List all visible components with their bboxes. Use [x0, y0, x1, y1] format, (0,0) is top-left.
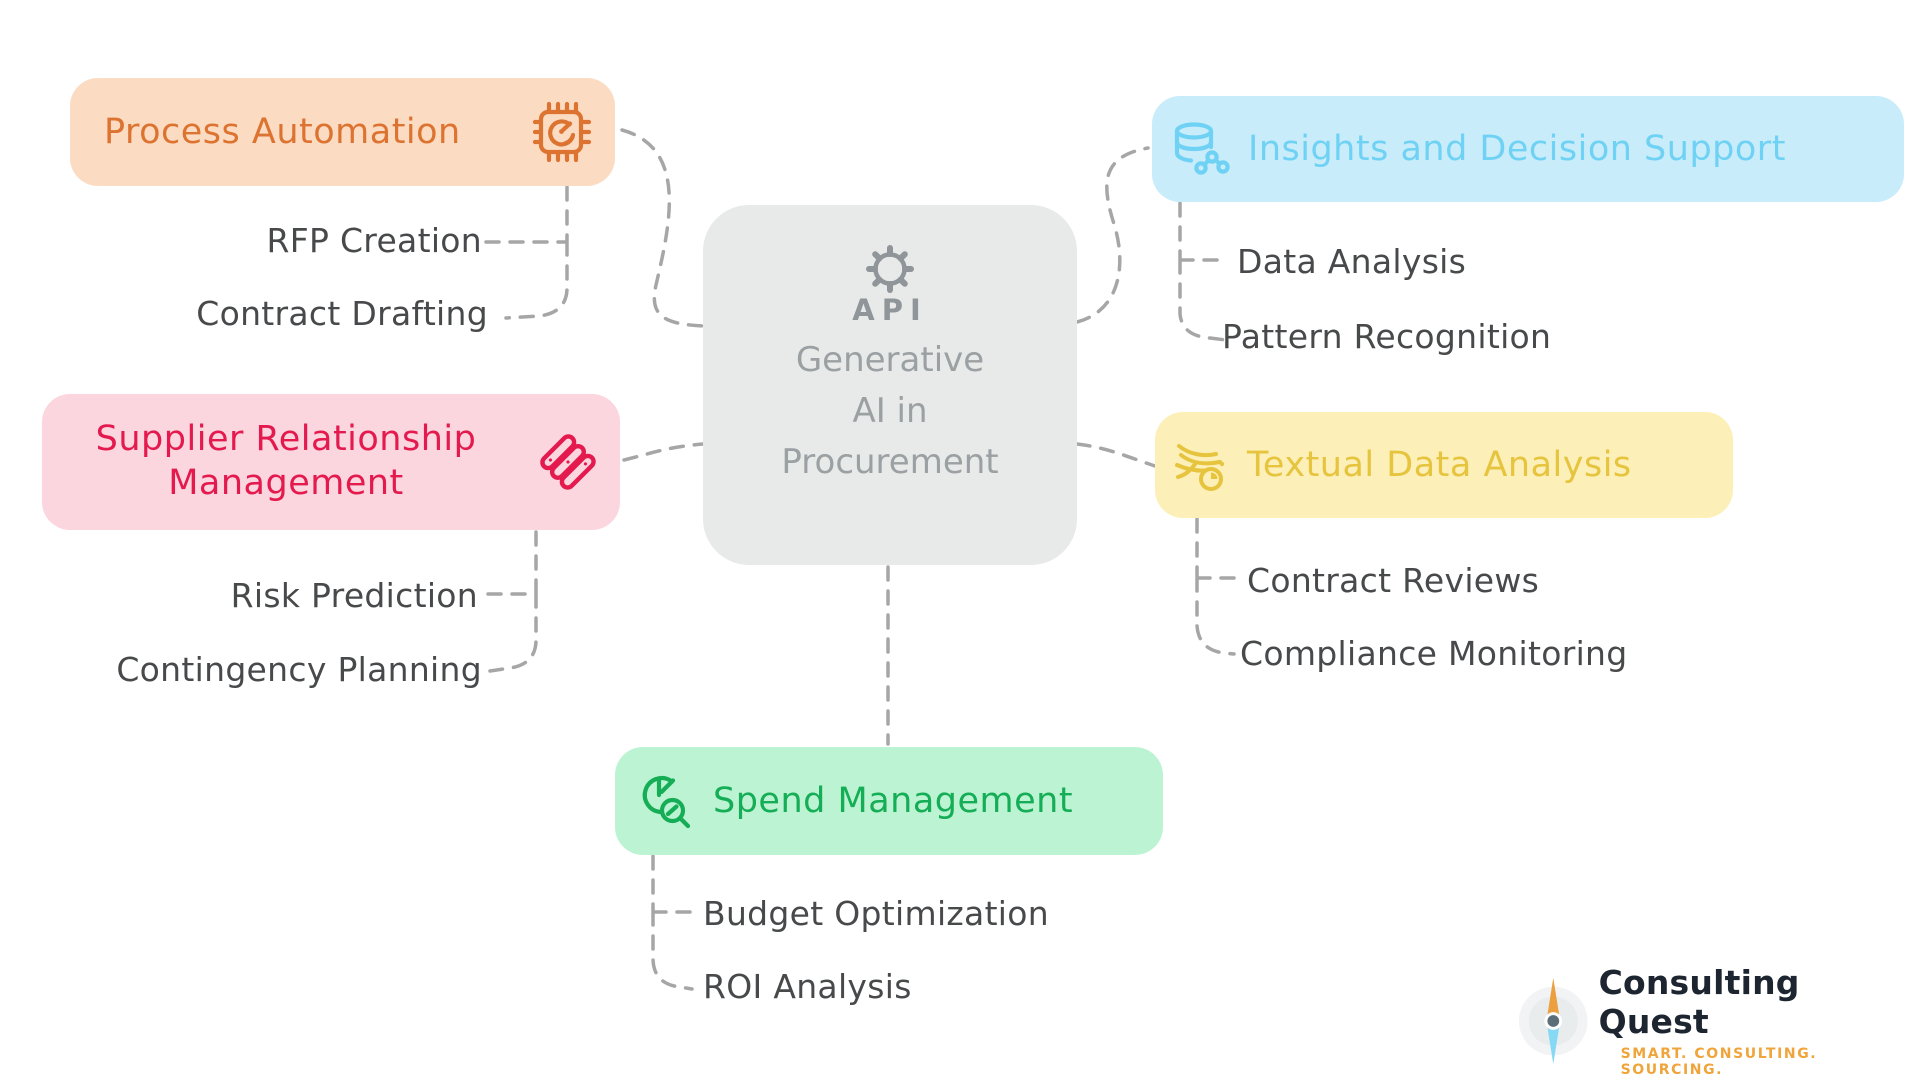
child-label-budget-optimization: Budget Optimization	[703, 894, 1049, 933]
branch-label-spend-management: Spend Management	[713, 781, 1074, 821]
child-label-data-analysis: Data Analysis	[1237, 242, 1467, 281]
child-label-contract-reviews: Contract Reviews	[1247, 561, 1540, 600]
connector-insights-children	[1178, 201, 1228, 342]
child-label-contract-drafting: Contract Drafting	[196, 294, 488, 333]
database-nodes-icon	[1174, 122, 1230, 175]
branch-label-supplier-relationship-management: Supplier Relationship Management	[95, 419, 477, 503]
supplier-network-icon	[540, 434, 596, 490]
branch-label-process-automation: Process Automation	[104, 112, 461, 152]
connector-textual-children	[1195, 517, 1240, 656]
connector-srm-to-center	[622, 442, 705, 462]
child-label-roi-analysis: ROI Analysis	[703, 967, 912, 1006]
center-node: API Generative AI in Procurement	[703, 205, 1077, 565]
branch-node-insights-and-decision-support: Insights and Decision Support	[1152, 96, 1904, 202]
connector-srm-children	[486, 530, 538, 673]
compass-icon	[1518, 977, 1588, 1064]
child-label-contingency-planning: Contingency Planning	[116, 650, 482, 689]
connector-spend-children	[651, 854, 696, 991]
chip-icon	[532, 101, 592, 163]
child-label-risk-prediction: Risk Prediction	[230, 576, 478, 615]
center-title: Generative AI in Procurement	[781, 335, 998, 488]
branch-node-process-automation: Process Automation	[70, 78, 615, 186]
logo-name: Consulting Quest	[1598, 963, 1800, 1041]
child-label-pattern-recognition: Pattern Recognition	[1222, 317, 1552, 356]
gear-icon	[866, 245, 914, 293]
child-label-rfp-creation: RFP Creation	[266, 221, 482, 260]
branch-node-textual-data-analysis: Textual Data Analysis	[1155, 412, 1733, 518]
logo-tagline: SMART. CONSULTING. SOURCING.	[1620, 1046, 1818, 1078]
pie-magnifier-icon	[642, 776, 691, 829]
branch-node-supplier-relationship-management: Supplier Relationship Management	[42, 394, 620, 530]
consulting-quest-logo: Consulting Quest SMART. CONSULTING. SOUR…	[1516, 963, 1920, 1078]
child-label-compliance-monitoring: Compliance Monitoring	[1240, 634, 1628, 673]
branch-label-textual-data-analysis: Textual Data Analysis	[1247, 445, 1632, 485]
branch-label-insights-and-decision-support: Insights and Decision Support	[1248, 129, 1786, 169]
connector-process-children	[484, 185, 569, 320]
branch-node-spend-management: Spend Management	[615, 747, 1163, 855]
center-title-line-2: AI in	[852, 391, 928, 431]
connector-center-to-insights	[1075, 146, 1150, 324]
connector-center-to-textual	[1075, 442, 1160, 469]
center-title-line-3: Procurement	[781, 442, 999, 482]
connector-process-to-center	[620, 128, 705, 328]
wind-clock-icon	[1175, 444, 1225, 491]
api-label: API	[852, 293, 928, 327]
center-title-line-1: Generative	[795, 340, 985, 380]
